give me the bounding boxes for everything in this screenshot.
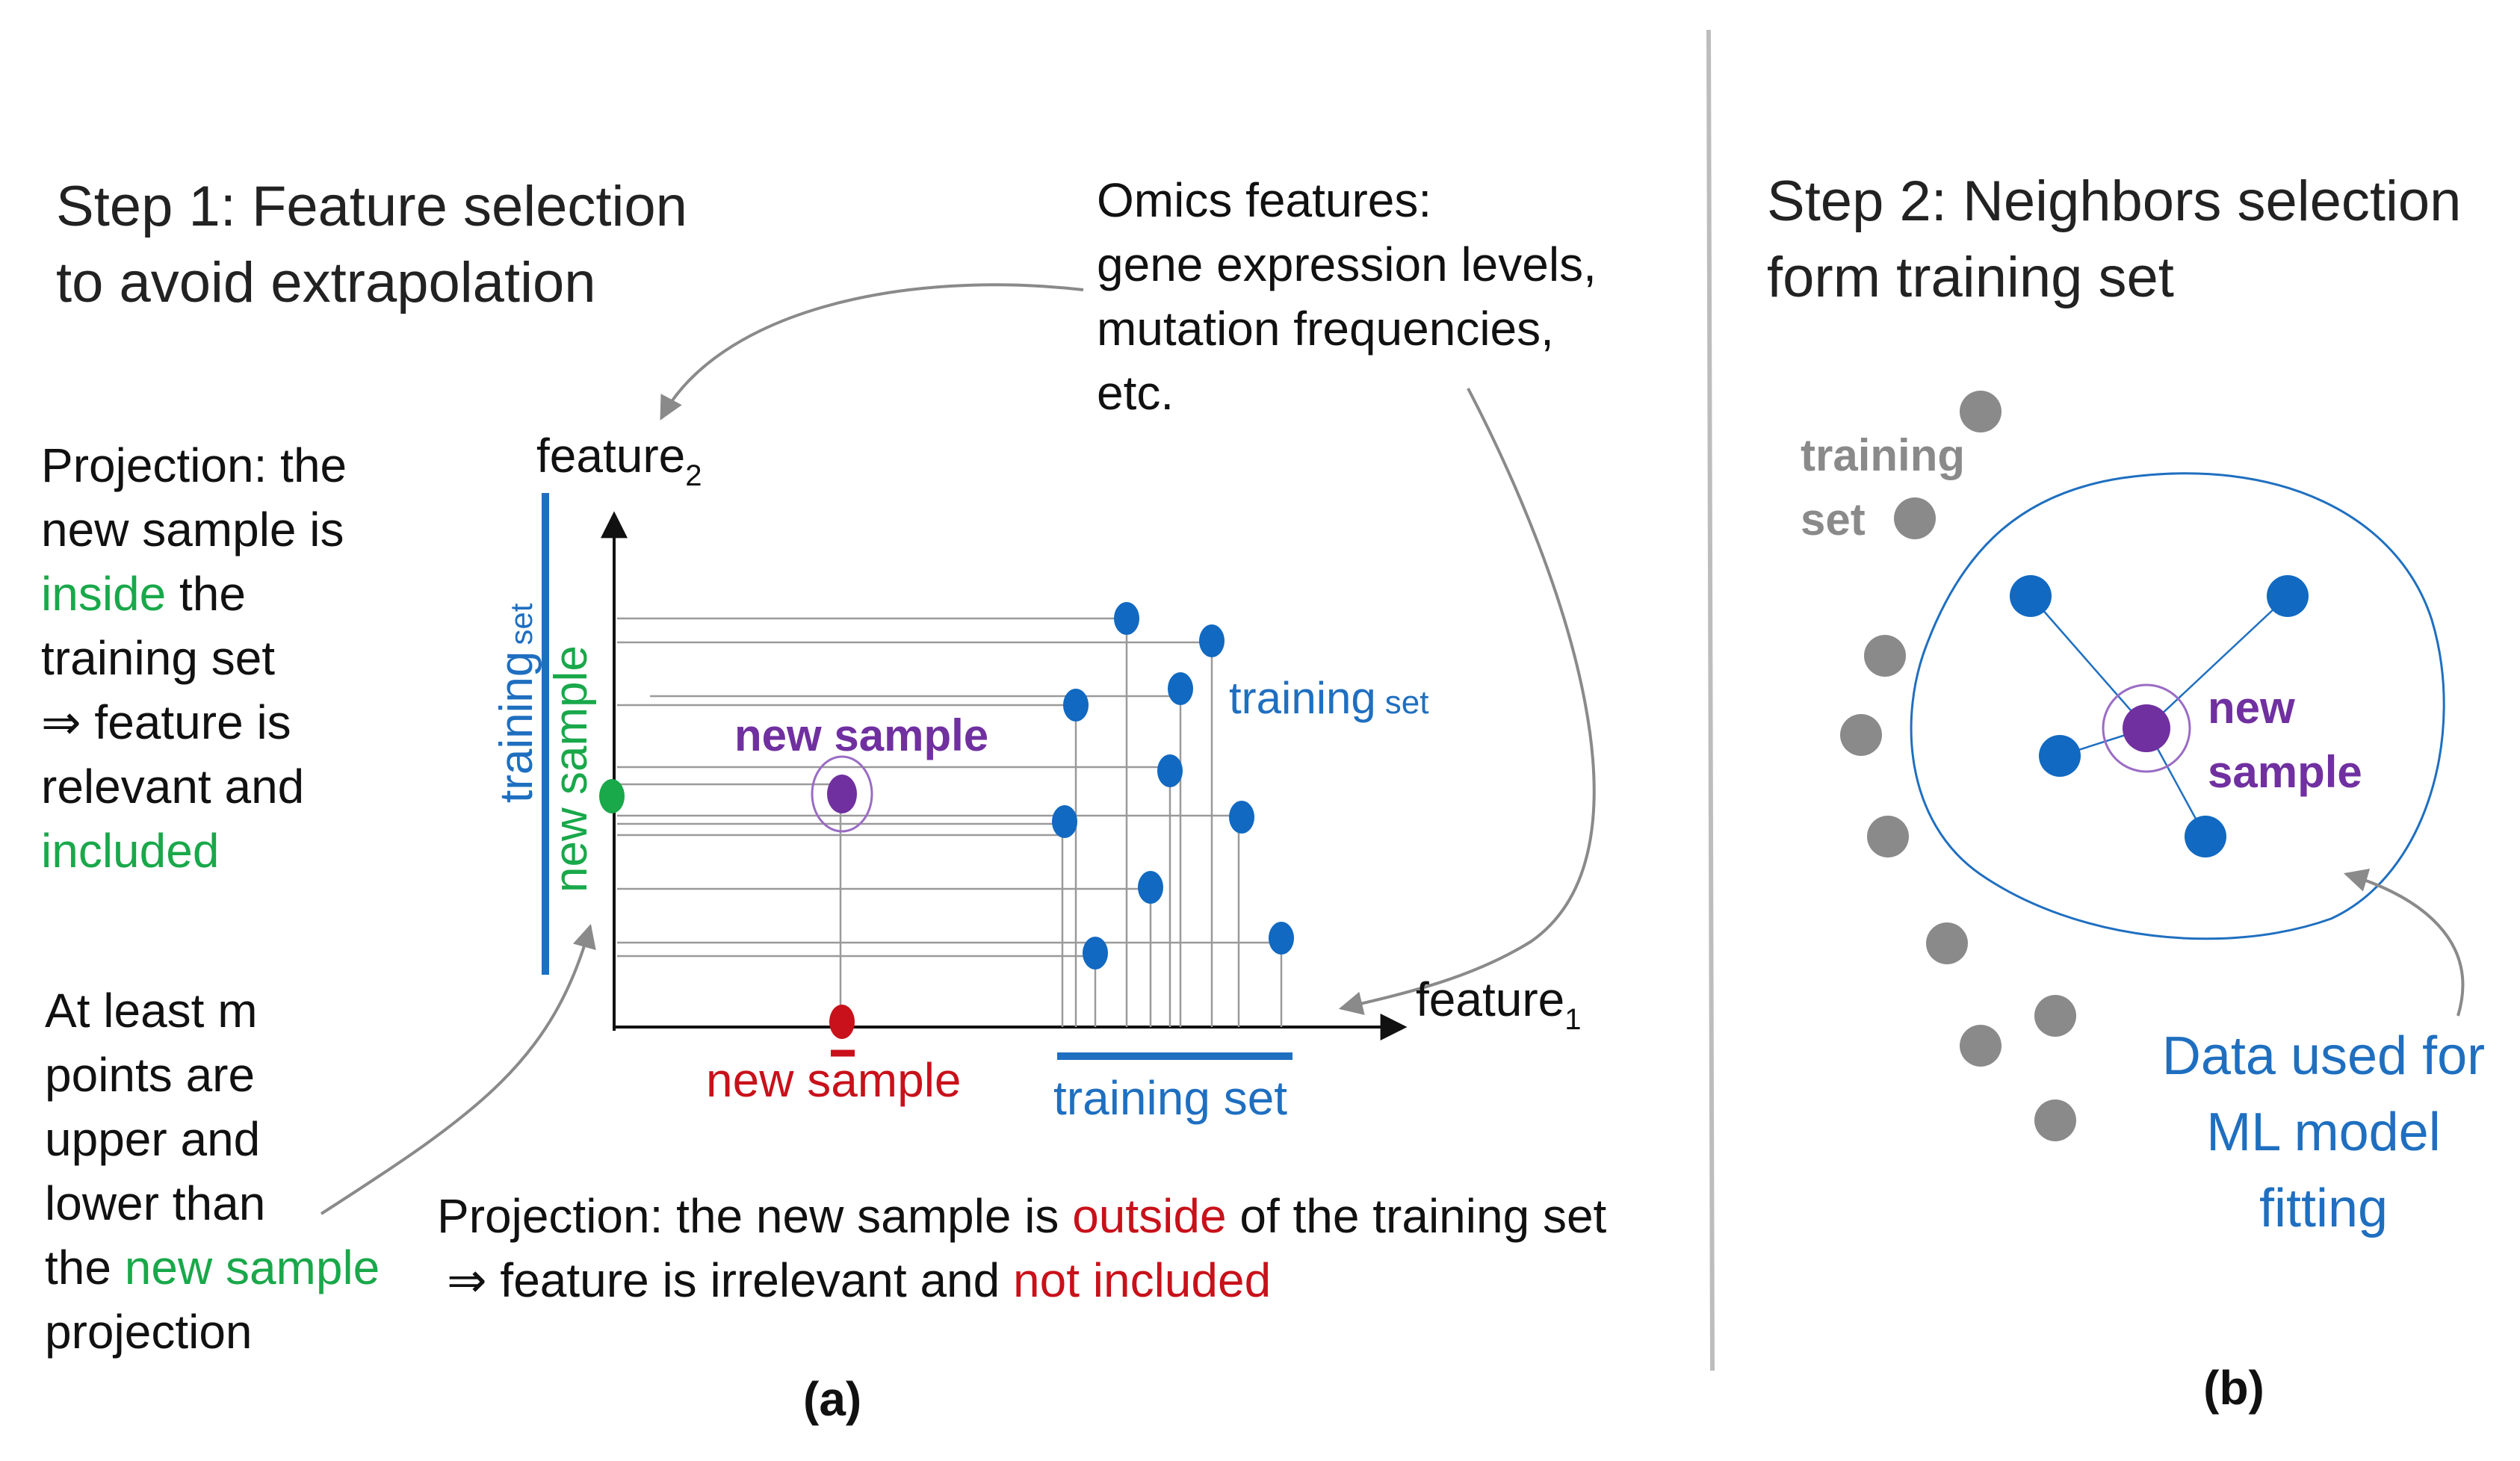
new-sample-halo xyxy=(811,755,873,833)
training-point xyxy=(1269,922,1294,955)
panel-a-title-line1: Step 1: Feature selection xyxy=(56,175,687,238)
at-least-note: At least m points are upper and lower th… xyxy=(45,984,380,1359)
omics-arrow-to-feature1 xyxy=(1338,388,1596,1015)
training-point-gray xyxy=(2034,1099,2076,1141)
neighborhood-boundary xyxy=(1910,472,2445,940)
training-point xyxy=(1157,754,1183,787)
at-least-note-line3: upper and xyxy=(45,1112,260,1166)
omics-line4: etc. xyxy=(1097,366,1174,420)
training-point xyxy=(1168,672,1193,705)
training-point xyxy=(1199,624,1225,657)
inner-new-sample-label: new sample xyxy=(734,710,988,760)
y-new-sample-label: new sample xyxy=(545,645,597,893)
inside-note-line2: new sample is xyxy=(41,503,344,556)
x-new-sample-label: new sample xyxy=(706,1053,962,1107)
inside-note-line5: ⇒ feature is xyxy=(41,695,291,749)
inside-note-line6: relevant and xyxy=(41,760,304,813)
training-points xyxy=(1052,602,1294,970)
training-point-gray xyxy=(1840,714,1882,756)
training-point xyxy=(1052,805,1077,838)
new-sample-point xyxy=(827,775,857,813)
y-projection-lines xyxy=(617,617,1281,958)
training-point xyxy=(1138,871,1163,904)
panel-divider xyxy=(1706,29,1715,1371)
outside-note: Projection: the new sample is outside of… xyxy=(437,1189,1607,1307)
inside-note-line1: Projection: the xyxy=(41,438,347,492)
inside-note-line7: included xyxy=(41,824,219,878)
panel-b-title-line1: Step 2: Neighbors selection xyxy=(1767,170,2461,233)
feature2-axis-label: feature2 xyxy=(536,429,702,492)
data-used-line2: ML model xyxy=(2206,1102,2440,1162)
panel-b-training-points xyxy=(1840,391,2076,1141)
inside-note-line4: training set xyxy=(41,631,275,685)
panel-a-label: (a) xyxy=(803,1372,861,1426)
panel-b-training-label-line1: training xyxy=(1801,430,1965,480)
training-point xyxy=(1229,801,1254,834)
neighbor-point xyxy=(2039,735,2081,777)
x-projection-lines xyxy=(839,618,1283,1027)
inside-note-line3: inside the xyxy=(41,567,246,621)
training-point-gray xyxy=(2034,995,2076,1037)
neighbor-point xyxy=(2267,575,2309,617)
panel-a-title-line2: to avoid extrapolation xyxy=(56,251,595,314)
training-point-gray xyxy=(1867,816,1909,857)
neighbor-point xyxy=(2010,575,2052,617)
omics-line2: gene expression levels, xyxy=(1097,238,1597,291)
training-point-gray xyxy=(1864,635,1906,677)
neighbor-point xyxy=(2185,816,2226,857)
y-training-set-label: trainingset xyxy=(491,603,542,803)
training-point xyxy=(1063,689,1089,722)
training-point xyxy=(1083,937,1108,970)
panel-a: Step 1: Feature selection to avoid extra… xyxy=(41,173,1607,1426)
panel-b-new-sample-halo xyxy=(2102,683,2191,773)
data-used-line1: Data used for xyxy=(2162,1026,2485,1086)
panel-b-label: (b) xyxy=(2203,1361,2264,1415)
omics-arrow-to-feature2 xyxy=(660,283,1084,421)
training-point-gray xyxy=(1926,922,1968,964)
panel-b-new-sample-line2: sample xyxy=(2208,747,2362,797)
outside-note-line1: Projection: the new sample is outside of… xyxy=(437,1189,1607,1243)
training-point-gray xyxy=(1960,391,2002,432)
at-least-note-line4: lower than xyxy=(45,1176,265,1230)
panel-b-new-sample-line1: new xyxy=(2208,683,2295,733)
at-least-note-line6: projection xyxy=(45,1305,253,1359)
feature1-axis-label: feature1 xyxy=(1416,973,1582,1036)
panel-b-new-sample-point xyxy=(2123,704,2170,752)
omics-line3: mutation frequencies, xyxy=(1097,302,1554,356)
omics-line1: Omics features: xyxy=(1097,173,1431,227)
at-least-note-line2: points are xyxy=(45,1048,255,1102)
data-used-line3: fitting xyxy=(2259,1179,2388,1238)
panel-b-training-label-line2: set xyxy=(1801,494,1866,545)
new-sample-x-projection xyxy=(829,1005,855,1039)
panel-b: Step 2: Neighbors selection form trainin… xyxy=(1767,170,2485,1415)
at-least-arrow xyxy=(320,923,596,1215)
at-least-note-line1: At least m xyxy=(45,984,258,1037)
new-sample-y-projection xyxy=(599,779,625,813)
training-point xyxy=(1114,602,1139,635)
training-point-gray xyxy=(1960,1025,2002,1067)
training-point-gray xyxy=(1894,497,1936,539)
data-used-arrow xyxy=(2343,868,2465,1017)
neighbor-points xyxy=(2010,575,2309,857)
inside-note: Projection: the new sample is inside the… xyxy=(41,438,347,878)
outside-note-line2: ⇒ feature is irrelevant and not included xyxy=(447,1253,1271,1307)
at-least-note-line5: the new sample xyxy=(45,1241,380,1294)
x-training-set-label: training set xyxy=(1053,1071,1287,1125)
panel-b-title-line2: form training set xyxy=(1767,246,2174,309)
